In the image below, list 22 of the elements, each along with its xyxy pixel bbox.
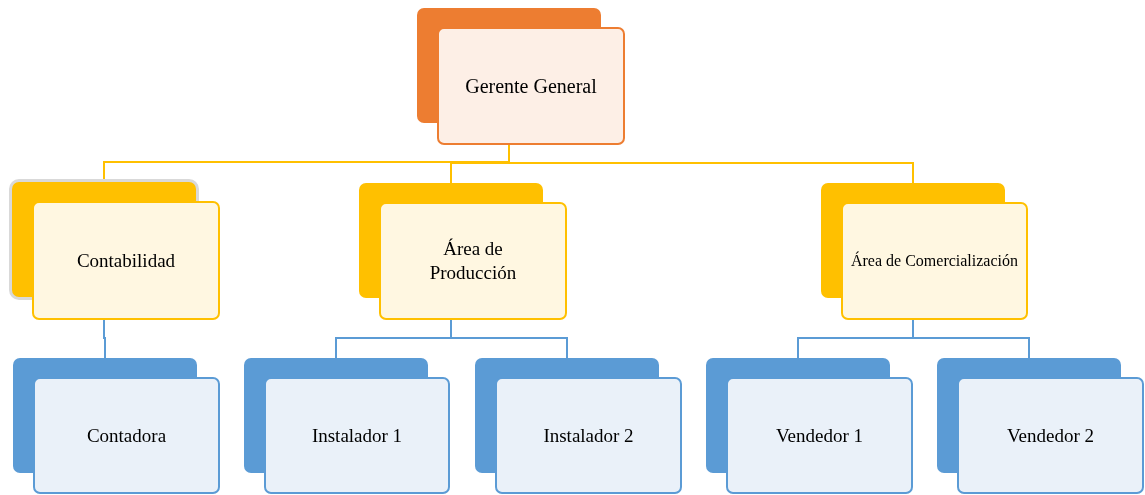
org-chart-box: [937, 358, 1144, 494]
org-chart-box: [821, 183, 1028, 320]
box-label: Instalador 2: [542, 423, 635, 448]
org-chart-box: [244, 358, 450, 494]
box-label: Área de Producción: [428, 237, 518, 285]
box-label: Instalador 1: [310, 423, 404, 448]
org-chart-box: [12, 182, 220, 320]
connector-line: [508, 144, 914, 184]
org-chart-box: [417, 8, 625, 145]
org-chart-box: [706, 358, 913, 494]
box-label: Vendedor 2: [1005, 423, 1096, 448]
org-chart-box: [475, 358, 682, 494]
org-chart-box: [359, 183, 567, 320]
box-label: Área de Comercialización: [850, 251, 1019, 271]
org-chart-box: [13, 358, 220, 494]
box-label: Contadora: [85, 423, 168, 448]
connector-line: [450, 319, 568, 359]
connector-line: [912, 319, 1030, 359]
box-label: Vendedor 1: [774, 423, 865, 448]
box-label: Contabilidad: [75, 248, 177, 273]
box-label: Gerente General: [464, 73, 598, 99]
connector-line: [103, 319, 106, 359]
